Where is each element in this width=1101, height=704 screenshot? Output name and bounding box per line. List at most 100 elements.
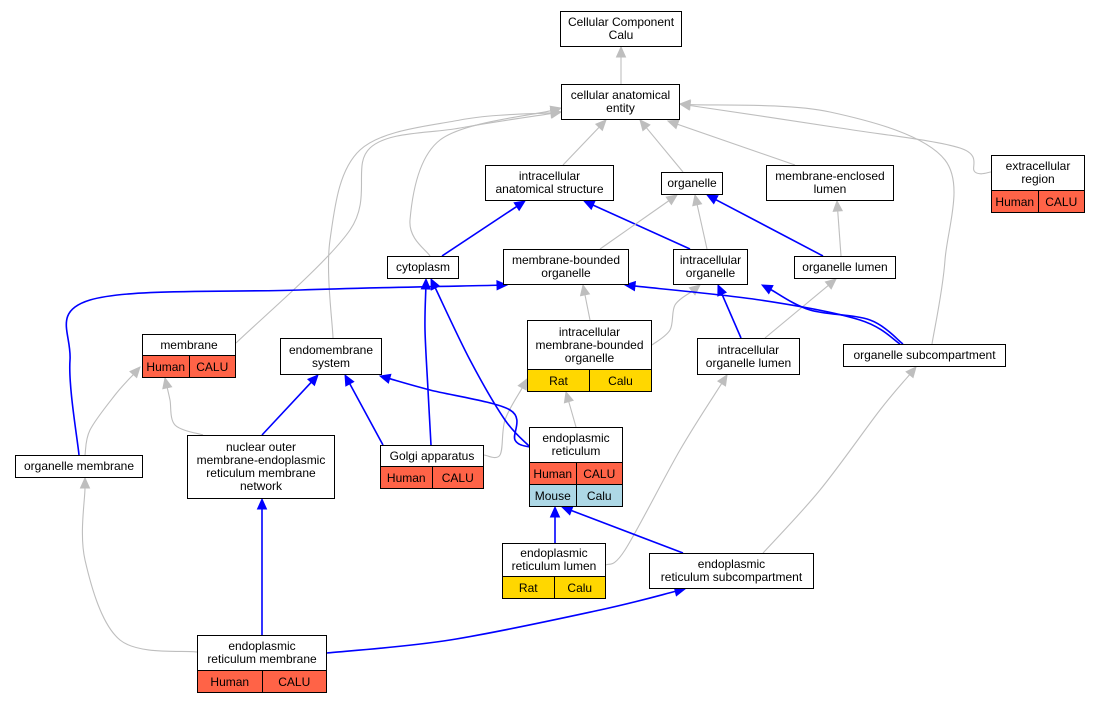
edge-line — [84, 374, 134, 456]
node-intracellular-organelle-lumen[interactable]: intracellular organelle lumen — [697, 338, 800, 375]
edge-arrowhead — [692, 193, 703, 207]
edge-intracellular-membrane-bounded-organelle-to-membrane-bounded-organelle — [579, 283, 591, 321]
edge-nuclear-outer-membrane-er-network-to-membrane — [162, 376, 204, 436]
edge-line — [166, 387, 204, 436]
node-endomembrane-system[interactable]: endomembrane system — [280, 338, 382, 375]
edge-line — [592, 204, 691, 250]
edge-membrane-to-cellular-anatomical-entity — [235, 108, 563, 344]
edge-arrowhead — [665, 194, 678, 206]
node-label: endoplasmic reticulum subcompartment — [660, 557, 803, 584]
edge-line — [651, 290, 693, 346]
edge-line — [389, 377, 530, 448]
node-organelle-subcompartment[interactable]: organelle subcompartment — [843, 344, 1006, 367]
edge-golgi-apparatus-to-cytoplasm — [420, 277, 432, 446]
edge-membrane-enclosed-lumen-to-cellular-anatomical-entity — [666, 119, 796, 166]
edge-arrowhead — [717, 283, 728, 297]
edge-arrowhead — [560, 505, 574, 516]
edge-arrowhead — [666, 119, 680, 130]
edge-cellular-anatomical-entity-to-cellular-component — [615, 45, 627, 84]
edge-line — [571, 509, 684, 554]
edge-line — [770, 288, 904, 345]
edge-arrowhead — [905, 366, 917, 379]
edge-endoplasmic-reticulum-to-endomembrane-system — [378, 373, 530, 448]
edge-intracellular-anatomical-structure-to-cellular-anatomical-entity — [562, 119, 607, 166]
edge-organelle-subcompartment-to-intracellular-organelle — [760, 284, 904, 345]
edge-arrowhead — [582, 200, 596, 211]
annotation-cell: Calu — [553, 577, 605, 598]
edge-line — [81, 487, 198, 653]
node-organelle-lumen[interactable]: organelle lumen — [794, 256, 896, 279]
edge-intracellular-organelle-to-organelle — [692, 193, 708, 250]
node-er-subcompartment[interactable]: endoplasmic reticulum subcompartment — [649, 553, 814, 589]
edge-arrowhead — [716, 373, 728, 387]
edge-arrowhead — [579, 283, 591, 297]
edge-line — [434, 287, 530, 447]
edge-cytoplasm-to-intracellular-anatomical-structure — [441, 200, 527, 257]
node-cellular-component[interactable]: Cellular Component Calu — [560, 11, 682, 47]
annotation-cell: Human — [198, 671, 262, 692]
node-organelle[interactable]: organelle — [661, 172, 723, 195]
edge-membrane-bounded-organelle-to-organelle — [599, 194, 678, 250]
node-nuclear-outer-membrane-er-network[interactable]: nuclear outer membrane-endoplasmic retic… — [187, 435, 335, 499]
node-membrane-enclosed-lumen[interactable]: membrane-enclosed lumen — [766, 165, 894, 201]
node-label: organelle — [667, 176, 717, 190]
edge-intracellular-organelle-lumen-to-intracellular-organelle — [717, 283, 742, 339]
edge-arrowhead — [623, 280, 637, 292]
edge-line — [327, 112, 552, 339]
node-membrane-bounded-organelle[interactable]: membrane-bounded organelle — [503, 249, 629, 285]
node-label: intracellular organelle lumen — [705, 342, 792, 370]
node-label: intracellular anatomical structure — [495, 169, 604, 196]
edge-arrowhead — [256, 497, 268, 510]
node-label: endomembrane system — [288, 342, 374, 370]
annotation-cell: Calu — [575, 485, 622, 506]
annotation-cell: CALU — [431, 467, 483, 488]
edge-arrowhead — [550, 107, 563, 119]
annotation-cell: CALU — [188, 356, 235, 377]
edge-organelle-subcompartment-to-cellular-anatomical-entity — [678, 99, 955, 345]
edge-arrowhead — [832, 199, 844, 212]
edge-line — [762, 374, 911, 554]
annotation-cell: Mouse — [530, 485, 576, 506]
edge-organelle-lumen-to-organelle — [705, 194, 824, 257]
edge-line — [689, 104, 992, 175]
edge-golgi-apparatus-to-intracellular-membrane-bounded-organelle — [483, 377, 528, 459]
edge-intracellular-membrane-bounded-organelle-to-intracellular-organelle — [651, 284, 701, 346]
node-label: intracellular membrane-bounded organelle — [535, 324, 644, 365]
edge-line — [568, 401, 577, 428]
node-intracellular-membrane-bounded-organelle[interactable]: intracellular membrane-bounded organelle… — [527, 320, 652, 392]
node-organelle-membrane[interactable]: organelle membrane — [15, 455, 143, 478]
edge-line — [441, 205, 518, 257]
node-cytoplasm[interactable]: cytoplasm — [387, 256, 459, 279]
edge-line — [677, 123, 796, 166]
edge-arrowhead — [563, 390, 574, 404]
edge-line — [837, 210, 842, 257]
annotation-cell: Calu — [589, 370, 651, 391]
edge-er-subcompartment-to-organelle-subcompartment — [762, 366, 917, 554]
node-intracellular-anatomical-structure[interactable]: intracellular anatomical structure — [485, 165, 614, 201]
edge-organelle-membrane-to-membrane-bounded-organelle — [65, 279, 509, 456]
annotation-cell: Human — [992, 191, 1038, 212]
node-label: endoplasmic reticulum — [542, 431, 610, 458]
edge-line — [424, 288, 432, 446]
edge-line — [696, 204, 708, 250]
node-label: Cellular Component Calu — [567, 15, 675, 42]
edge-endoplasmic-reticulum-to-cytoplasm — [430, 277, 530, 447]
edge-line — [715, 198, 824, 257]
node-label: nuclear outer membrane-endoplasmic retic… — [196, 440, 326, 493]
node-intracellular-organelle[interactable]: intracellular organelle — [673, 249, 748, 285]
node-label: extracellular region — [1005, 159, 1071, 186]
edge-golgi-apparatus-to-endomembrane-system — [344, 373, 384, 446]
node-cellular-anatomical-entity[interactable]: cellular anatomical entity — [561, 84, 680, 120]
edge-line — [599, 200, 670, 250]
edge-line — [605, 383, 723, 566]
